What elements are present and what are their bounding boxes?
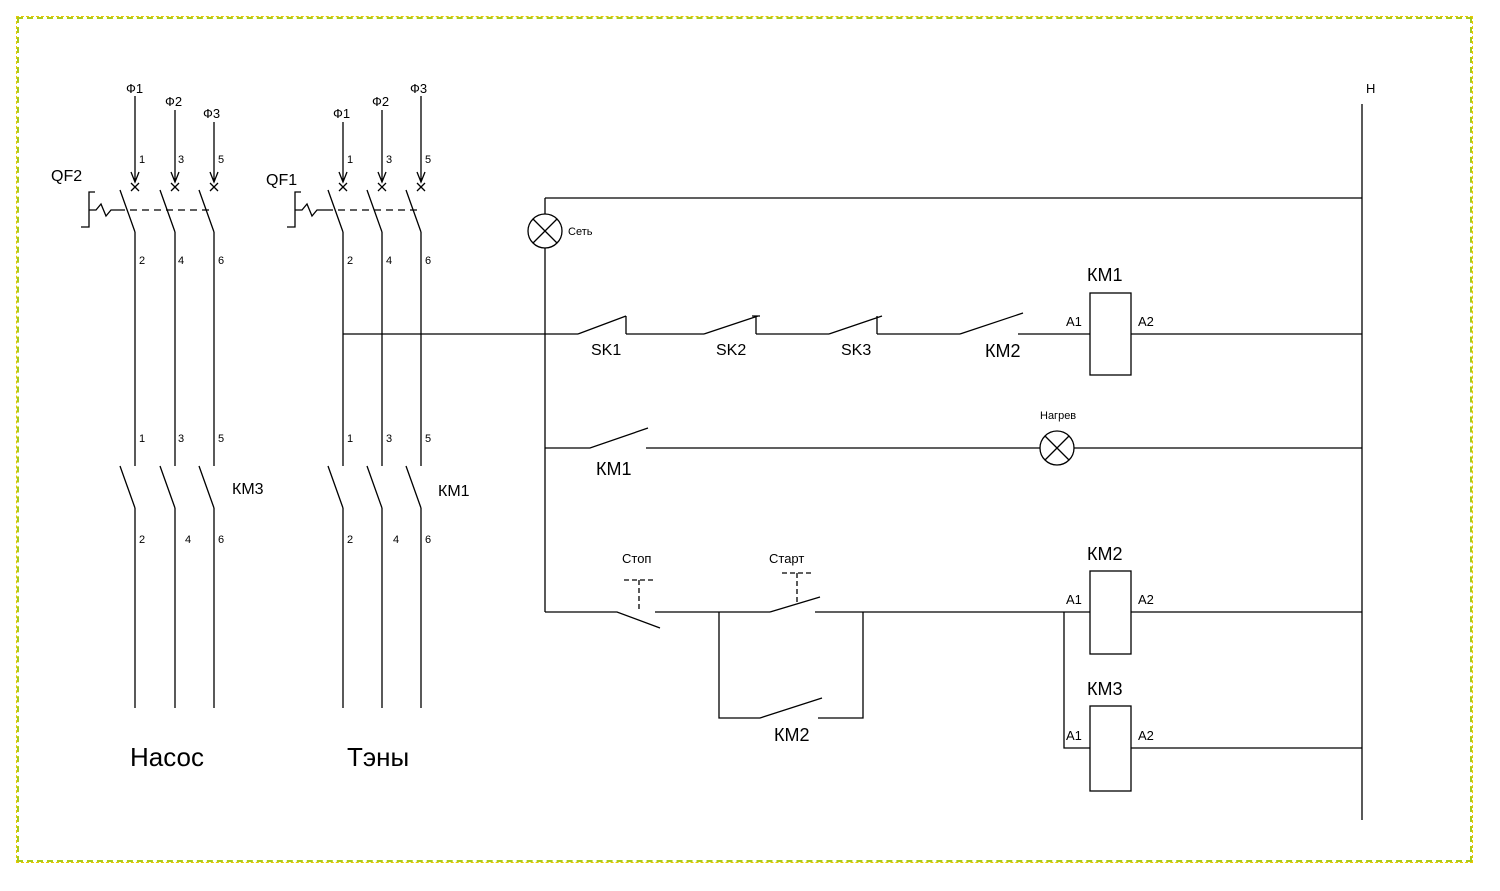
km1-power-label: КМ1: [438, 483, 470, 500]
qf1-phase-3: Ф3: [410, 81, 427, 96]
km3-pin-3: 3: [178, 433, 184, 445]
km1-aux-label: КМ1: [596, 459, 632, 479]
km3-coil: КМ3 А1 А2: [1066, 679, 1154, 792]
qf1-phase-1: Ф1: [333, 106, 350, 121]
sk3-label: SK3: [841, 342, 871, 359]
qf2-phase-2: Ф2: [165, 94, 182, 109]
qf1-pin-6: 6: [425, 255, 431, 267]
heating-lamp-icon: [1039, 430, 1075, 466]
km3-power-label: КМ3: [232, 481, 264, 498]
km2-coil-a1: А1: [1066, 592, 1082, 607]
km1-pin-2: 2: [347, 534, 353, 546]
qf2-pin-5: 5: [218, 154, 224, 166]
km2-coil-label: КМ2: [1087, 544, 1123, 564]
qf2-pin-6: 6: [218, 255, 224, 267]
qf2-label: QF2: [51, 168, 82, 185]
qf1-phase-2: Ф2: [372, 94, 389, 109]
qf1-pin-3: 3: [386, 154, 392, 166]
km1-pin-3: 3: [386, 433, 392, 445]
qf1-pin-2: 2: [347, 255, 353, 267]
rung-km1-coil: SK1 SK2 SK3 КМ2 КМ1 А1 А2: [577, 265, 1362, 376]
qf1-label: QF1: [266, 172, 297, 189]
km3-coil-label: КМ3: [1087, 679, 1123, 699]
heaters-label: Тэны: [347, 742, 409, 772]
rung-heating-lamp: КМ1 Нагрев: [545, 410, 1362, 479]
qf2-phase-1: Ф1: [126, 81, 143, 96]
km3-pin-2: 2: [139, 534, 145, 546]
km3-pin-6: 6: [218, 534, 224, 546]
heating-lamp-label: Нагрев: [1040, 410, 1076, 422]
qf2-breaker: QF2 Ф1 Ф2 Ф3 1 3 5 2 4 6: [51, 81, 224, 466]
stop-button-icon: [624, 579, 654, 612]
qf2-pin-4: 4: [178, 255, 184, 267]
km2-hold-label: КМ2: [774, 725, 810, 745]
qf1-pin-1: 1: [347, 154, 353, 166]
neutral-label: Н: [1366, 81, 1375, 96]
pump-label: Насос: [130, 742, 204, 772]
km1-coil-a2: А2: [1138, 314, 1154, 329]
qf2-phase-3: Ф3: [203, 106, 220, 121]
km2-coil: КМ2 А1 А2: [1066, 544, 1154, 655]
km2-nc-label: КМ2: [985, 341, 1021, 361]
qf1-pin-5: 5: [425, 154, 431, 166]
km1-coil: КМ1 А1 А2: [1066, 265, 1154, 376]
km3-pin-5: 5: [218, 433, 224, 445]
km3-coil-a2: А2: [1138, 728, 1154, 743]
km3-coil-a1: А1: [1066, 728, 1082, 743]
km1-coil-a1: А1: [1066, 314, 1082, 329]
km1-pin-1: 1: [347, 433, 353, 445]
km1-pin-5: 5: [425, 433, 431, 445]
qf1-breaker: QF1 Ф1 Ф2 Ф3 1 3 5 2 4 6: [266, 81, 431, 466]
km3-pin-1: 1: [139, 433, 145, 445]
qf2-pin-1: 1: [139, 154, 145, 166]
rung-start-stop: Стоп Старт КМ2 КМ2 А1 А2 КМ3 А1 А2: [545, 544, 1362, 792]
network-lamp-label: Сеть: [568, 226, 593, 238]
km2-coil-a2: А2: [1138, 592, 1154, 607]
start-button-icon: [782, 572, 812, 604]
km1-power-contacts: КМ1 1 3 5 2 4 6: [327, 433, 470, 708]
qf2-pin-3: 3: [178, 154, 184, 166]
network-lamp-icon: [527, 213, 563, 249]
sk1-label: SK1: [591, 342, 621, 359]
km3-pin-4: 4: [185, 534, 191, 546]
sk2-label: SK2: [716, 342, 746, 359]
qf1-pin-4: 4: [386, 255, 392, 267]
km3-power-contacts: КМ3 1 3 5 2 4 6: [119, 433, 264, 708]
stop-label: Стоп: [622, 551, 651, 566]
qf2-pin-2: 2: [139, 255, 145, 267]
network-lamp-rung: Сеть: [527, 197, 1362, 612]
start-label: Старт: [769, 551, 804, 566]
km1-pin-4: 4: [393, 534, 399, 546]
diagram-frame: [16, 16, 1473, 863]
km1-coil-label: КМ1: [1087, 265, 1123, 285]
km1-pin-6: 6: [425, 534, 431, 546]
